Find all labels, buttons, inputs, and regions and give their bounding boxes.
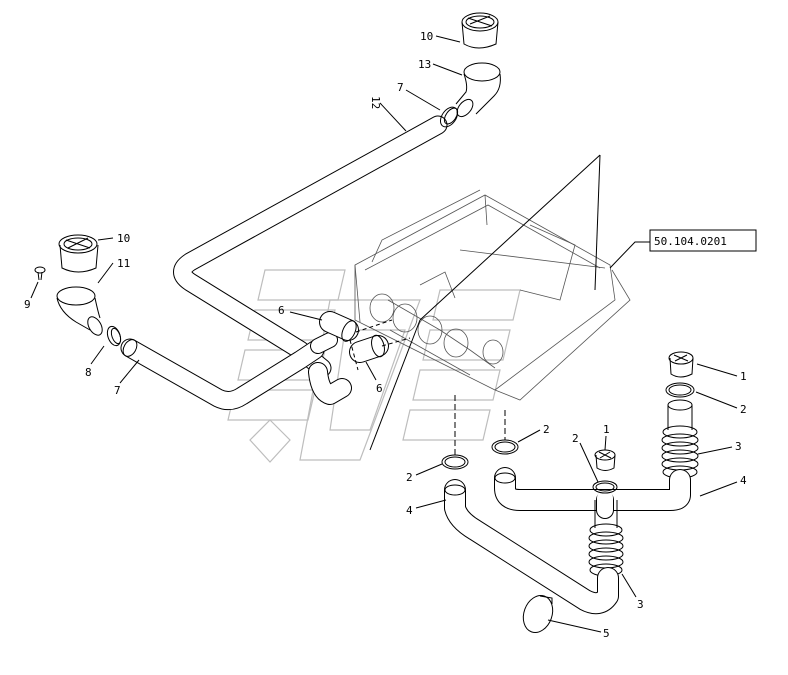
label-10-left: 10 (117, 232, 130, 245)
label-5: 5 (603, 627, 610, 640)
watermark-logo (227, 269, 521, 463)
clamp-8 (106, 325, 122, 347)
bellows-3-right (661, 399, 699, 479)
label-6-a: 6 (278, 304, 285, 317)
label-10-top: 10 (420, 30, 433, 43)
label-2-right: 2 (740, 403, 747, 416)
vent-1-mid (594, 449, 616, 471)
leader-lines (30, 35, 738, 633)
housing-construction-lines (369, 154, 601, 451)
y-junction (308, 332, 352, 405)
clamp-2-mid-b (592, 480, 618, 494)
connector-6-upper (319, 311, 359, 342)
clamp-7-top (439, 106, 459, 128)
label-2-mid-b: 2 (572, 432, 579, 445)
elbow-11 (56, 286, 103, 336)
alignment-lines (454, 395, 506, 458)
duct-4-right (494, 467, 691, 519)
label-3-right: 3 (735, 440, 742, 453)
label-13: 13 (418, 58, 431, 71)
hose-clamp-5 (522, 595, 554, 633)
label-12: 12 (369, 96, 382, 109)
connector-6-lower (349, 334, 389, 363)
label-2-left: 2 (406, 471, 413, 484)
label-6-b: 6 (376, 382, 383, 395)
label-7-top: 7 (397, 81, 404, 94)
clamp-2-right (665, 382, 695, 398)
reference-code: 50.104.0201 (654, 235, 727, 248)
vent-1-right (668, 351, 694, 378)
label-9: 9 (24, 298, 31, 311)
heater-housing (354, 189, 631, 401)
label-1-mid: 1 (603, 423, 610, 436)
vent-10-left (58, 234, 99, 273)
label-4-right: 4 (740, 474, 747, 487)
label-8: 8 (85, 366, 92, 379)
label-1-right: 1 (740, 370, 747, 383)
vent-10-top (461, 12, 499, 49)
screw-9 (34, 266, 46, 281)
label-11: 11 (117, 257, 130, 270)
clamp-2-left (441, 454, 469, 470)
label-3-bottom: 3 (637, 598, 644, 611)
duct-4-left (444, 479, 619, 615)
duct-7-left (120, 338, 325, 411)
label-7-left: 7 (114, 384, 121, 397)
clamp-2-mid-a (491, 439, 519, 455)
reference-box: 50.104.0201 (649, 229, 757, 252)
label-2-mid-a: 2 (543, 423, 550, 436)
duct-12 (173, 115, 448, 378)
callout-labels: 10 13 7 12 10 11 9 8 7 6 6 1 2 3 4 2 2 1… (24, 30, 747, 640)
label-4-left: 4 (406, 504, 413, 517)
elbow-13 (455, 62, 501, 118)
